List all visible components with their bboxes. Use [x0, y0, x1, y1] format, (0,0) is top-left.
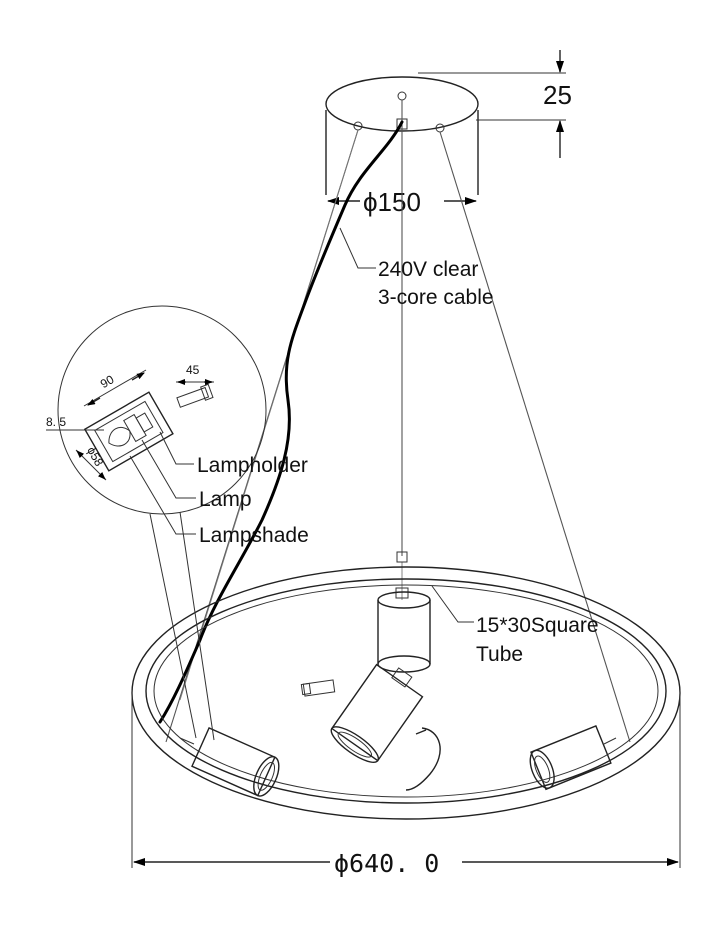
cable-label-line1: 240V clear — [378, 258, 478, 281]
cable-label-line2: 3-core cable — [378, 286, 494, 309]
detail-leaders — [129, 431, 196, 535]
power-cable — [158, 120, 404, 724]
lampshade-label: Lampshade — [199, 524, 309, 547]
tube-label-leader — [431, 585, 474, 623]
left-ring-spotlight — [179, 726, 280, 797]
right-ring-spotlight — [529, 725, 617, 791]
angled-spotlight — [300, 663, 441, 791]
detail-width-label: 90 — [98, 372, 117, 391]
tube-label-line2: Tube — [476, 643, 523, 666]
canopy-height-label: 25 — [543, 80, 572, 110]
lamp-label: Lamp — [199, 488, 252, 511]
vertical-spotlight — [377, 591, 431, 673]
callout-connectors — [149, 511, 215, 741]
ring-diameter-label: ϕ640. 0 — [334, 849, 439, 878]
detail-depth-label: 45 — [186, 363, 200, 377]
lampholder-label: Lampholder — [197, 454, 308, 477]
canopy-height-dimension — [418, 50, 566, 158]
cable-label-leader — [339, 227, 376, 269]
detail-diameter-label: ϕ58 — [84, 444, 106, 469]
detail-offset-label: 8. 5 — [46, 415, 66, 429]
canopy-diameter-label: ϕ150 — [363, 187, 421, 217]
tube-label-line1: 15*30Square — [476, 614, 599, 637]
ring-diameter-dimension — [131, 690, 681, 868]
detail-callout — [46, 305, 267, 515]
